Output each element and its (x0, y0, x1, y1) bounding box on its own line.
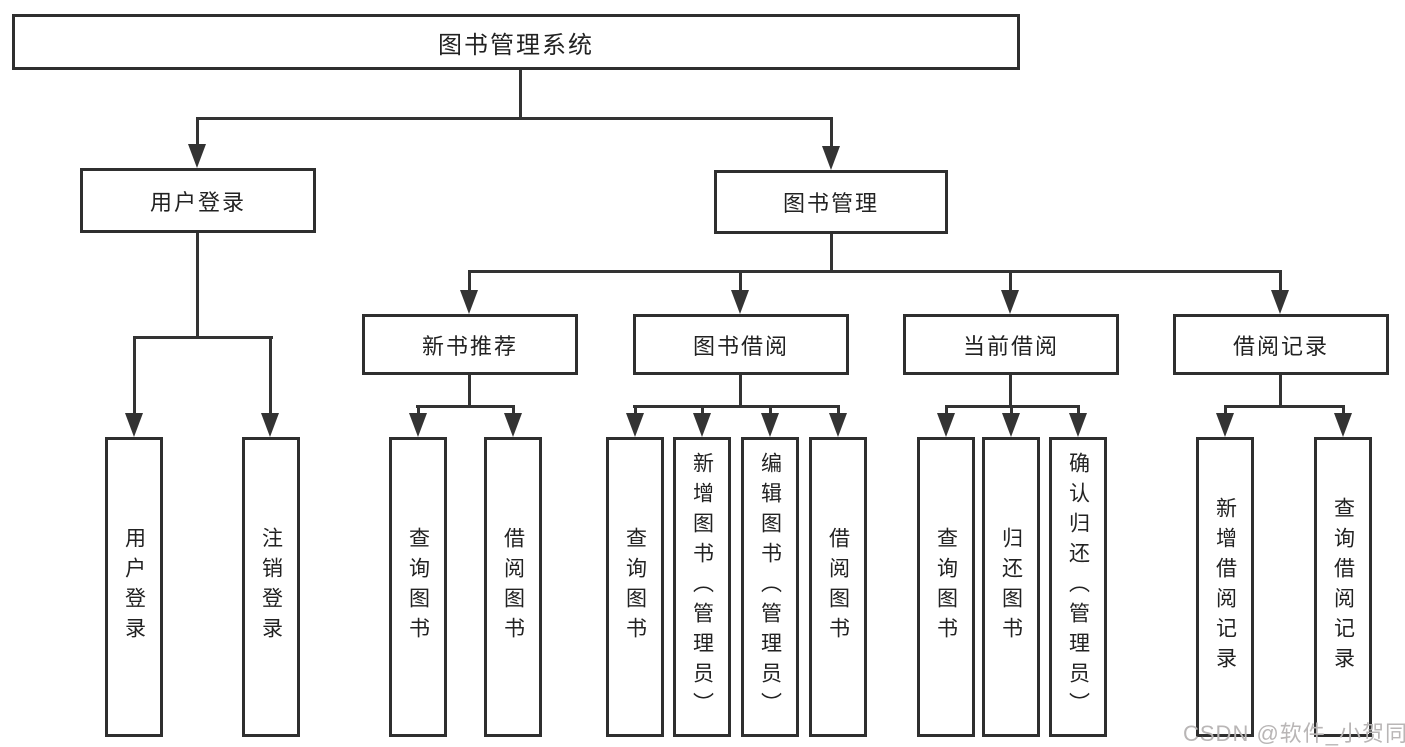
leaf-confirm-return-admin: 确认归还（管理员） (1049, 437, 1107, 737)
leaf-query-book-2: 查询图书 (606, 437, 664, 737)
arrow-head-current (1001, 290, 1019, 314)
connector-drop-newbook-1 (417, 405, 420, 417)
watermark-text: CSDN @软件_小贺同学 (1183, 721, 1405, 746)
leaf-return-book: 归还图书 (982, 437, 1040, 737)
connector-mgmt-stem (830, 233, 833, 270)
leaf-return-book-label: 归还图书 (999, 527, 1023, 647)
connector-drop-bookborrow-4 (837, 405, 840, 417)
connector-drop-record-2 (1342, 405, 1345, 417)
arrow-head-book-management (822, 146, 840, 170)
node-borrowing-records: 借阅记录 (1173, 314, 1389, 375)
node-root-label: 图书管理系统 (438, 31, 594, 59)
arrow-head-bookborrow-2 (693, 413, 711, 437)
arrow-head-records (1271, 290, 1289, 314)
arrow-head-new-book (460, 290, 478, 314)
leaf-add-book-admin: 新增图书（管理员） (673, 437, 731, 737)
connector-drop-bookborrow-2 (701, 405, 704, 417)
leaf-confirm-return-admin-label: 确认归还（管理员） (1066, 452, 1090, 722)
connector-record-branch (1224, 405, 1345, 408)
arrow-head-login-2 (261, 413, 279, 437)
node-current-borrowing: 当前借阅 (903, 314, 1119, 375)
leaf-query-book-1-label: 查询图书 (406, 527, 430, 647)
arrow-head-newbook-2 (504, 413, 522, 437)
connector-drop-bookborrow-3 (769, 405, 772, 417)
node-current-borrowing-label: 当前借阅 (962, 333, 1059, 359)
node-new-book-recommend-label: 新书推荐 (421, 333, 518, 359)
connector-level2-branch (196, 117, 832, 120)
leaf-borrow-book-1-label: 借阅图书 (501, 527, 525, 647)
leaf-query-book-3: 查询图书 (917, 437, 975, 737)
leaf-borrow-book-2: 借阅图书 (809, 437, 867, 737)
leaf-add-borrow-record: 新增借阅记录 (1196, 437, 1254, 737)
connector-newbook-stem (468, 373, 471, 405)
leaf-user-login: 用户登录 (105, 437, 163, 737)
connector-login-stem (196, 232, 199, 336)
connector-drop-new-book (468, 270, 471, 292)
connector-drop-borrowing (739, 270, 742, 292)
connector-drop-newbook-2 (512, 405, 515, 417)
leaf-add-borrow-record-label: 新增借阅记录 (1213, 497, 1237, 677)
connector-level3-branch (469, 270, 1282, 273)
node-book-management: 图书管理 (714, 170, 948, 234)
leaf-logout-label: 注销登录 (259, 527, 283, 647)
arrow-head-currentborrow-2 (1002, 413, 1020, 437)
leaf-borrow-book-2-label: 借阅图书 (826, 527, 850, 647)
connector-bookborrow-branch (633, 405, 840, 408)
leaf-query-borrow-record: 查询借阅记录 (1314, 437, 1372, 737)
connector-drop-user-login (196, 117, 199, 147)
leaf-add-book-admin-label: 新增图书（管理员） (690, 452, 714, 722)
arrow-head-login-1 (125, 413, 143, 437)
connector-login-branch (133, 336, 273, 339)
connector-currentborrow-stem (1009, 373, 1012, 405)
connector-drop-login-1 (133, 336, 136, 416)
leaf-query-borrow-record-label: 查询借阅记录 (1331, 497, 1355, 677)
arrow-head-currentborrow-3 (1069, 413, 1087, 437)
arrow-head-record-1 (1216, 413, 1234, 437)
connector-drop-currentborrow-2 (1010, 405, 1013, 417)
arrow-head-newbook-1 (409, 413, 427, 437)
arrow-head-currentborrow-1 (937, 413, 955, 437)
arrow-head-bookborrow-4 (829, 413, 847, 437)
leaf-borrow-book-1: 借阅图书 (484, 437, 542, 737)
leaf-query-book-1: 查询图书 (389, 437, 447, 737)
connector-drop-record-1 (1224, 405, 1227, 417)
node-book-borrowing: 图书借阅 (633, 314, 849, 375)
node-book-borrowing-label: 图书借阅 (692, 333, 789, 359)
connector-drop-login-2 (269, 336, 272, 416)
leaf-query-book-3-label: 查询图书 (934, 527, 958, 647)
arrow-head-bookborrow-3 (761, 413, 779, 437)
node-new-book-recommend: 新书推荐 (362, 314, 578, 375)
connector-drop-currentborrow-1 (945, 405, 948, 417)
arrow-head-record-2 (1334, 413, 1352, 437)
node-user-login-label: 用户登录 (149, 189, 246, 215)
node-user-login: 用户登录 (80, 168, 316, 233)
connector-bookborrow-stem (739, 373, 742, 405)
leaf-query-book-2-label: 查询图书 (623, 527, 647, 647)
connector-root-stem (519, 69, 522, 117)
connector-record-stem (1279, 373, 1282, 405)
connector-drop-bookborrow-1 (634, 405, 637, 417)
leaf-edit-book-admin: 编辑图书（管理员） (741, 437, 799, 737)
leaf-user-login-label: 用户登录 (122, 527, 146, 647)
node-book-management-label: 图书管理 (782, 191, 879, 216)
connector-drop-current (1009, 270, 1012, 292)
leaf-edit-book-admin-label: 编辑图书（管理员） (758, 452, 782, 722)
leaf-logout: 注销登录 (242, 437, 300, 737)
connector-drop-book-management (830, 117, 833, 149)
arrow-head-bookborrow-1 (626, 413, 644, 437)
arrow-head-user-login (188, 144, 206, 168)
connector-drop-records (1279, 270, 1282, 292)
arrow-head-borrowing (731, 290, 749, 314)
node-root: 图书管理系统 (12, 14, 1020, 70)
connector-drop-currentborrow-3 (1077, 405, 1080, 417)
connector-newbook-branch (416, 405, 515, 408)
node-borrowing-records-label: 借阅记录 (1232, 333, 1329, 359)
